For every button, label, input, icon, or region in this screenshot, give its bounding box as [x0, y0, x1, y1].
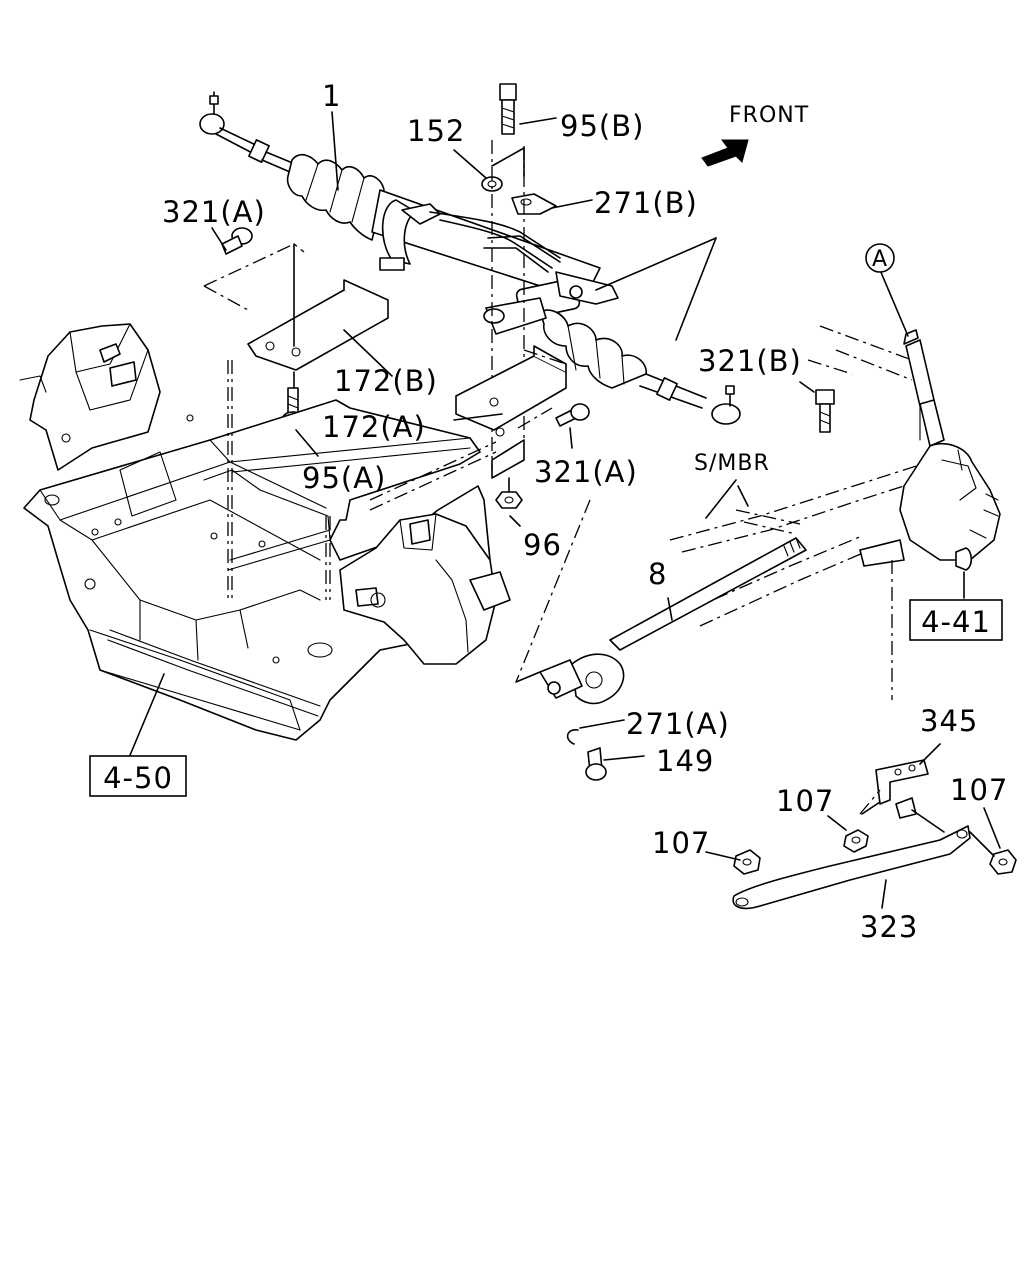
callout-321a-mid: 321(A) [534, 455, 638, 489]
marker-a-label: A [872, 247, 888, 272]
intermediate-shaft [515, 499, 807, 705]
callout-323: 323 [860, 910, 918, 944]
bolt-107-stud [895, 797, 945, 833]
steering-gear-box [859, 329, 1001, 700]
bolt-321b [815, 389, 835, 433]
callout-321a-top: 321(A) [162, 195, 266, 229]
callout-172b: 172(B) [334, 364, 438, 398]
stay-assembly [732, 759, 1017, 910]
callout-8: 8 [648, 557, 667, 591]
callout-172a: 172(A) [322, 410, 426, 444]
ref-4-41-label[interactable]: 4-41 [921, 605, 991, 639]
upper-mount-hardware [481, 83, 557, 479]
clip-271a [566, 729, 579, 745]
callout-96: 96 [523, 528, 562, 562]
front-indicator: FRONT [701, 103, 809, 167]
callout-345: 345 [920, 704, 978, 738]
callout-152: 152 [407, 114, 465, 148]
callout-107-left: 107 [652, 826, 710, 860]
leader-lines [127, 111, 1001, 909]
front-label: FRONT [729, 103, 809, 128]
callout-1: 1 [322, 79, 341, 113]
bolt-95b-head [499, 83, 517, 101]
bracket-345 [875, 759, 929, 805]
bracket-172a [455, 355, 567, 431]
callout-271b: 271(B) [594, 186, 698, 220]
ref-box-4-41[interactable]: 4-41 [909, 599, 1003, 641]
steering-rack-assembly [199, 91, 741, 425]
bolt-149 [585, 747, 607, 781]
bolt-321a-top [221, 227, 253, 255]
nut-107-left [733, 849, 761, 875]
front-arrow-icon [701, 139, 749, 167]
frame-crossmember [19, 323, 511, 741]
callout-107-right: 107 [950, 773, 1008, 807]
callout-321b: 321(B) [698, 344, 802, 378]
bolt-321a-mid [555, 403, 590, 427]
nut-96 [495, 491, 523, 509]
callout-95a: 95(A) [302, 461, 386, 495]
callout-271a: 271(A) [626, 707, 730, 741]
nut-107-mid [843, 829, 869, 853]
callout-95b: 95(B) [560, 109, 644, 143]
lower-hardware [566, 389, 835, 781]
ref-4-50-label[interactable]: 4-50 [103, 761, 173, 795]
connection-marker-a: A [865, 243, 895, 273]
plate-271b [511, 193, 557, 215]
callout-107-mid: 107 [776, 784, 834, 818]
sub-member-label: S/MBR [694, 451, 770, 476]
callout-labels: 1 152 95(B) 271(B) 321(A) 172(B) 172(A) … [162, 79, 1008, 944]
ref-box-4-50[interactable]: 4-50 [89, 755, 187, 797]
nut-107-right [989, 849, 1017, 875]
callout-149: 149 [656, 744, 714, 778]
stay-323 [732, 825, 971, 910]
bracket-172a-group [455, 345, 590, 509]
